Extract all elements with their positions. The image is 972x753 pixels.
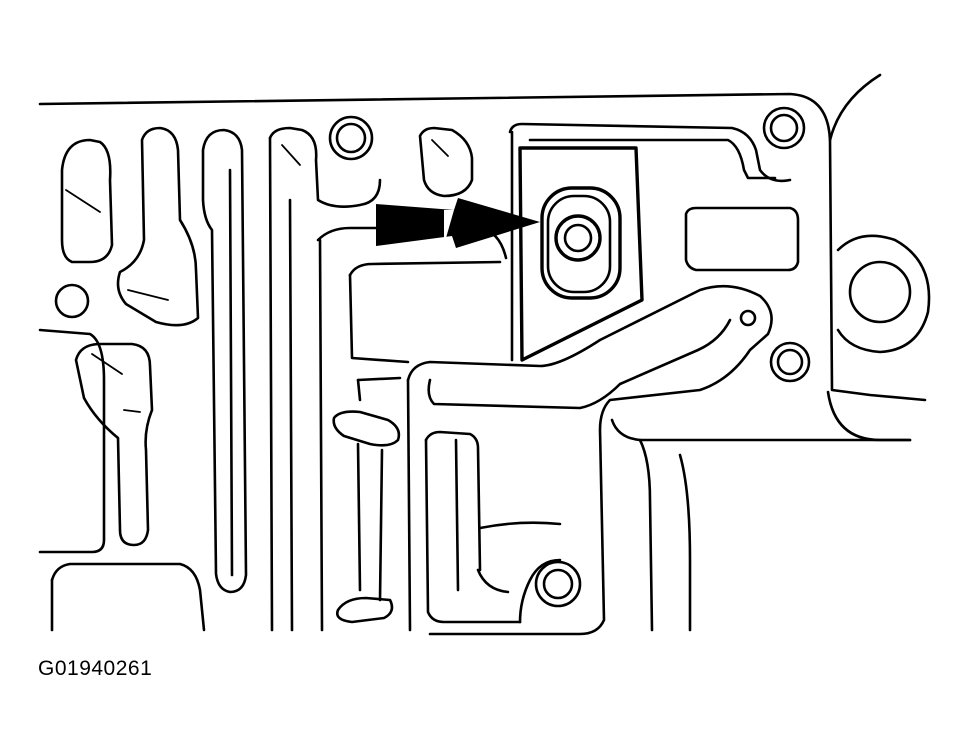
bolt-hole — [335, 122, 367, 154]
center-channels — [268, 126, 508, 632]
separator-plate — [508, 122, 800, 362]
casting-right-edge — [828, 73, 882, 142]
figure-code: G01940261 — [38, 657, 153, 680]
bolt-hole — [534, 560, 582, 608]
bolt-hole — [776, 348, 804, 376]
bolt-hole — [739, 309, 757, 327]
bolt-hole — [769, 341, 811, 383]
round-boss — [836, 234, 931, 354]
bolt-holes — [54, 106, 811, 608]
casting-bottom-right — [826, 390, 912, 442]
bolt-hole — [328, 115, 374, 161]
bolt-hole — [542, 568, 574, 600]
casting-outline — [38, 92, 927, 402]
check-valve-bore — [540, 186, 622, 300]
arrow-icon — [376, 198, 540, 248]
bolt-hole — [54, 283, 90, 319]
bolt-hole — [762, 106, 806, 150]
round-boss-inner — [848, 260, 912, 324]
left-channels — [38, 126, 248, 632]
bolt-hole — [769, 113, 799, 143]
lower-passages — [406, 284, 912, 636]
